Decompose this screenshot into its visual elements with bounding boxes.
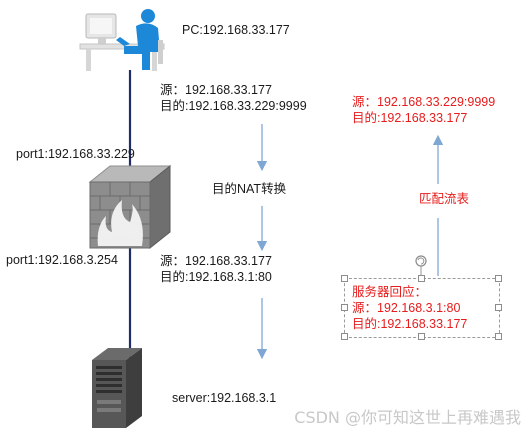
resize-handle-bottom[interactable] [418,333,425,340]
nat-request-src: 源：192.168.33.177 [160,254,272,268]
nat-request-dst: 目的:192.168.3.1:80 [160,270,272,284]
resize-handle-left[interactable] [341,304,348,311]
request-src: 源：192.168.33.177 [160,83,272,97]
resize-handle-bottom-right[interactable] [495,333,502,340]
pc-label: PC:192.168.33.177 [182,23,290,37]
server-reply-title: 服务器回应： [352,285,428,299]
server-label: server:192.168.3.1 [172,391,277,405]
resize-handle-top-right[interactable] [495,275,502,282]
rotate-handle-icon[interactable] [415,255,427,278]
firewall-icon [88,164,172,250]
resize-handle-right[interactable] [495,304,502,311]
resize-handle-top-left[interactable] [341,275,348,282]
reply-src: 源：192.168.33.229:9999 [352,95,496,109]
resize-handle-top[interactable] [418,275,425,282]
server-icon [92,348,142,428]
pc-user-icon [79,9,165,71]
firewall-port-inside: port1:192.168.3.254 [6,253,118,267]
request-dst: 目的:192.168.33.229:9999 [160,99,307,113]
server-reply-dst: 目的:192.168.33.177 [352,317,468,331]
reply-dst: 目的:192.168.33.177 [352,111,468,125]
session-match-label: 匹配流表 [418,191,471,207]
firewall-port-outside: port1:192.168.33.229 [16,147,135,161]
csdn-watermark: CSDN @你可知这世上再难遇我 [294,408,521,427]
server-reply-src: 源：192.168.3.1:80 [352,301,461,315]
resize-handle-bottom-left[interactable] [341,333,348,340]
nat-label: 目的NAT转换 [212,182,287,196]
